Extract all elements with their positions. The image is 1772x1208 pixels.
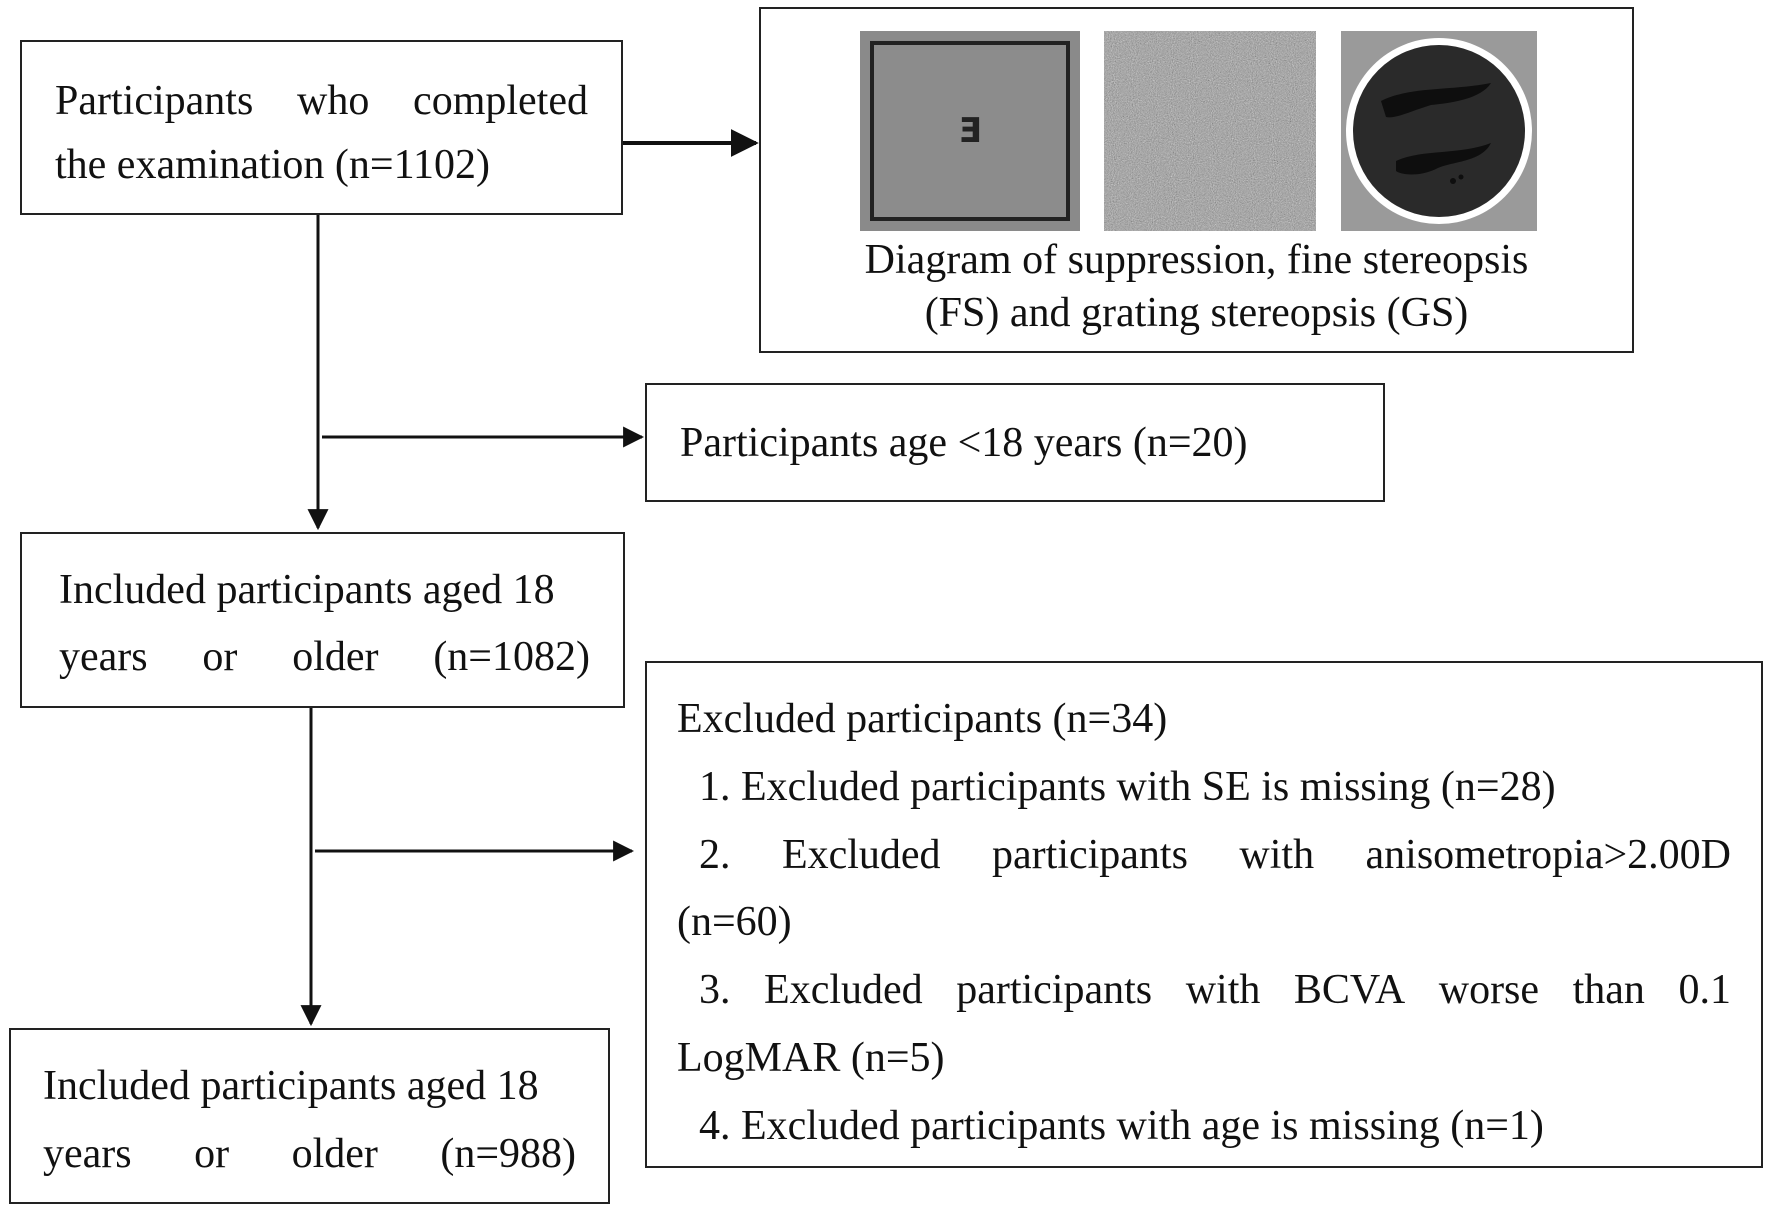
grating-stereopsis-image: [1341, 31, 1537, 231]
suppression-test-image: Ǝ: [860, 31, 1080, 231]
excluded-item-2-line-2: (n=60): [677, 899, 792, 945]
box-test-diagram: Ǝ: [759, 7, 1634, 353]
excluded-item-4: 4. Excluded participants with age is mis…: [699, 1103, 1544, 1149]
grating-circle-graphic: [1346, 38, 1532, 224]
included-988-line-2: years or older (n=988): [43, 1131, 576, 1177]
excluded-heading: Excluded participants (n=34): [677, 696, 1168, 742]
included-1082-line-1: Included participants aged 18: [59, 567, 555, 613]
completed-line-2: the examination (n=1102): [55, 142, 491, 188]
box-completed-examination: Participants who completed the examinati…: [20, 40, 623, 215]
excluded-item-1: 1. Excluded participants with SE is miss…: [699, 764, 1556, 810]
excluded-item-3-line-2: LogMAR (n=5): [677, 1035, 945, 1081]
included-1082-line-2: years or older (n=1082): [59, 634, 590, 680]
excluded-item-2-line-1: 2. Excluded participants with anisometro…: [699, 832, 1731, 878]
diagram-caption-line-2: (FS) and grating stereopsis (GS): [924, 290, 1469, 336]
box-included-988: Included participants aged 18 years or o…: [9, 1028, 610, 1204]
age-under-18-text: Participants age <18 years (n=20): [680, 420, 1248, 466]
box-excluded-participants: Excluded participants (n=34) 1. Excluded…: [645, 661, 1763, 1168]
completed-line-1: Participants who completed: [55, 78, 588, 124]
random-dot-pattern: [1104, 31, 1316, 231]
suppression-inner-frame: Ǝ: [870, 41, 1070, 221]
diagram-caption-line-1: Diagram of suppression, fine stereopsis: [864, 237, 1529, 283]
box-included-1082: Included participants aged 18 years or o…: [20, 532, 625, 708]
excluded-item-3-line-1: 3. Excluded participants with BCVA worse…: [699, 967, 1731, 1013]
fine-stereopsis-image: [1104, 31, 1316, 231]
included-988-line-1: Included participants aged 18: [43, 1063, 539, 1109]
tumbling-e-icon: Ǝ: [958, 111, 982, 151]
box-age-under-18: Participants age <18 years (n=20): [645, 383, 1385, 502]
